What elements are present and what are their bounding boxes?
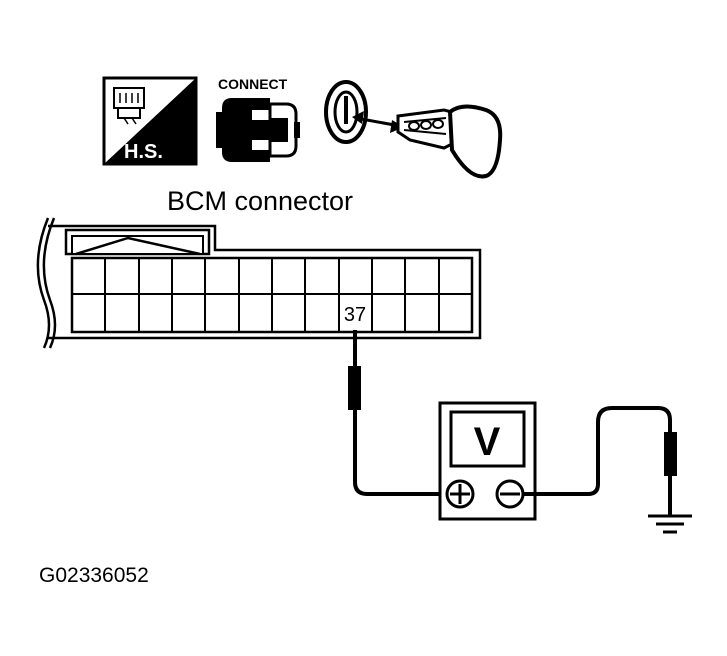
connector-title: BCM connector [167, 186, 353, 216]
connect-icon-label: CONNECT [218, 76, 288, 92]
ground-lead [523, 406, 677, 516]
harness-connector-icon: H.S. [102, 76, 198, 166]
bcm-connector: 37 [36, 217, 482, 349]
ground-symbol-icon [648, 514, 692, 534]
figure-id: G02336052 [39, 564, 149, 587]
connector-icon: CONNECT [216, 76, 300, 162]
terminal-37-label: 37 [344, 304, 366, 326]
hs-icon-label: H.S. [124, 141, 163, 163]
ignition-key-icon [324, 80, 503, 179]
positive-probe-lead [348, 330, 442, 496]
voltmeter-symbol: V [474, 420, 501, 464]
voltmeter: V [438, 401, 537, 521]
